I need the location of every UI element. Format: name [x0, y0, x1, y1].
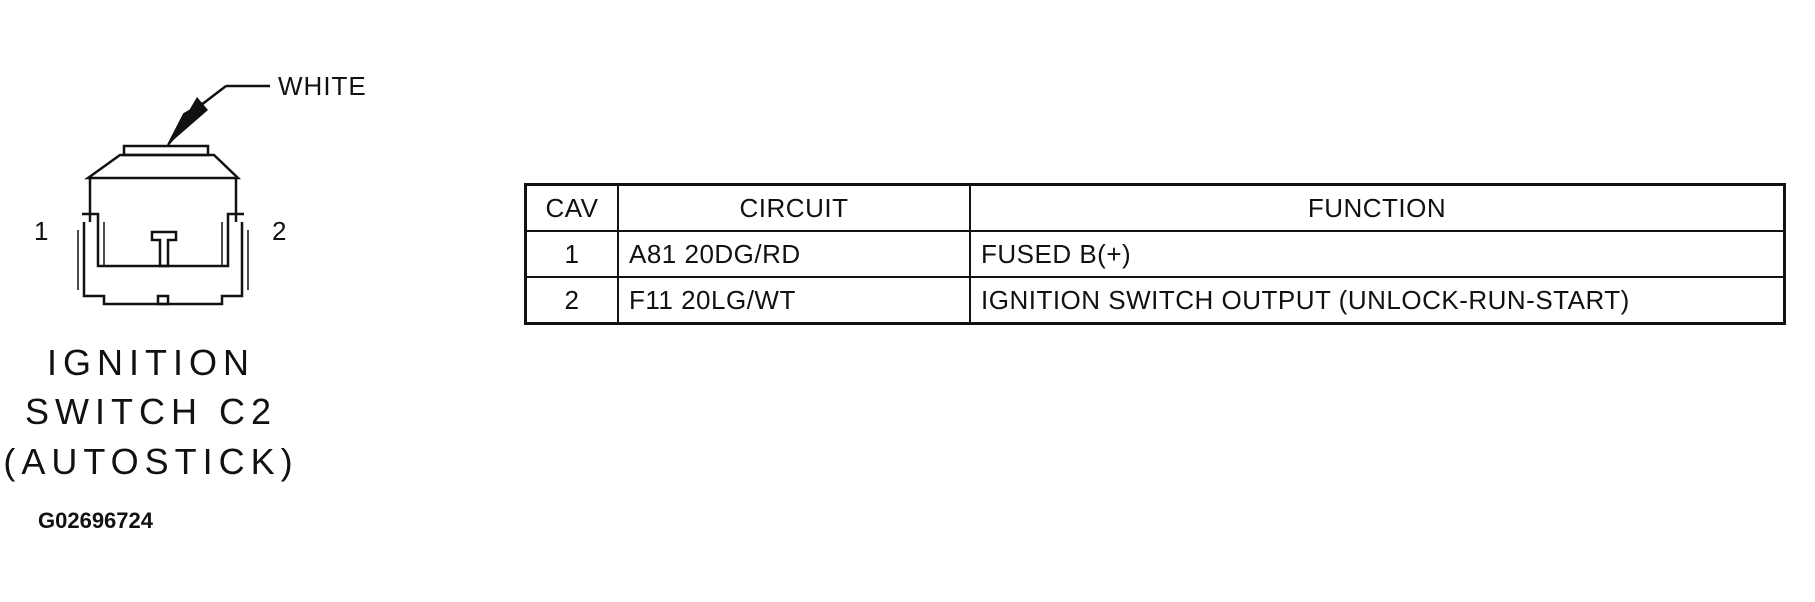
pin-label-1: 1 [34, 216, 48, 246]
cell-function: FUSED B(+) [969, 230, 1786, 278]
cell-circuit: F11 20LG/WT [617, 276, 971, 325]
table-row: 2 F11 20LG/WT IGNITION SWITCH OUTPUT (UN… [524, 276, 1786, 325]
header-cav: CAV [524, 183, 619, 232]
connector-name-line-1: IGNITION [47, 342, 255, 383]
pin-label-2: 2 [272, 216, 286, 246]
white-leader-arrow [167, 84, 270, 146]
cell-circuit: A81 20DG/RD [617, 230, 971, 278]
figure-id: G02696724 [38, 508, 154, 533]
connector-name-line-2: SWITCH C2 [25, 391, 277, 432]
connector-name-line-3: (AUTOSTICK) [3, 441, 298, 482]
pinout-table: CAV CIRCUIT FUNCTION 1 A81 20DG/RD FUSED… [524, 183, 1786, 325]
connector-body-icon [77, 144, 249, 306]
header-circuit: CIRCUIT [617, 183, 971, 232]
table-header-row: CAV CIRCUIT FUNCTION [524, 183, 1786, 232]
cell-cav: 2 [524, 276, 619, 325]
header-function: FUNCTION [969, 183, 1786, 232]
cell-cav: 1 [524, 230, 619, 278]
cell-function: IGNITION SWITCH OUTPUT (UNLOCK-RUN-START… [969, 276, 1786, 325]
table-row: 1 A81 20DG/RD FUSED B(+) [524, 230, 1786, 278]
wire-color-label: WHITE [278, 71, 367, 101]
